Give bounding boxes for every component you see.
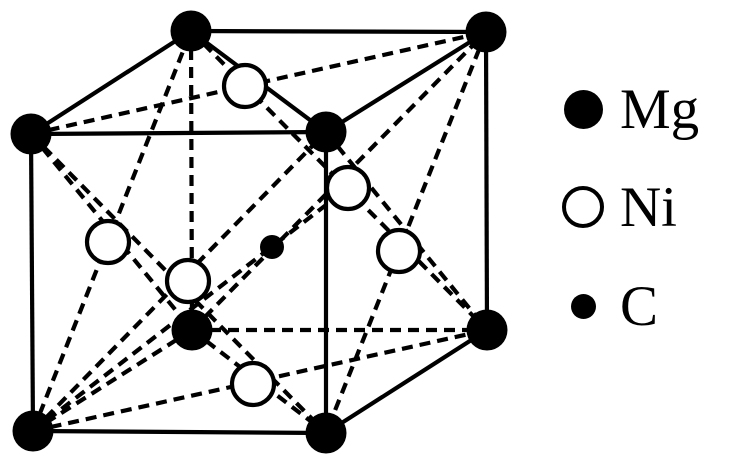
- edge-bottom-front: [32, 428, 327, 436]
- mg-atom-corner-bottom-front-right: [305, 412, 347, 454]
- mg-atom-corner-bottom-front-left: [12, 410, 54, 452]
- edge-back-right: [483, 31, 490, 331]
- c-atom-body-center: [260, 235, 284, 259]
- mg-icon-box: [552, 89, 614, 129]
- body-diagonal-through-c: [31, 186, 350, 433]
- legend-row-ni: Ni: [552, 178, 729, 236]
- bottom-face-diagonal-1: [32, 327, 488, 434]
- edge-back-left-hidden: [188, 30, 195, 331]
- ni-atom-face-center-right: [375, 227, 423, 275]
- ni-open-circle-icon: [562, 186, 604, 228]
- edge-top-left: [29, 29, 193, 136]
- edge-top-front: [30, 129, 327, 137]
- mg-atom-corner-bottom-back-left: [171, 309, 213, 351]
- edge-front-left: [28, 133, 36, 432]
- ni-atom-face-center-top: [221, 62, 269, 110]
- legend-row-mg: Mg: [552, 80, 729, 138]
- mg-atom-corner-top-back-left: [170, 10, 212, 52]
- ni-atom-face-center-left: [84, 218, 132, 266]
- mg-atom-corner-top-front-left: [10, 113, 52, 155]
- legend-row-c: C: [552, 277, 729, 335]
- back-face-diagonal-1: [190, 30, 488, 332]
- legend: Mg Ni C: [552, 0, 729, 463]
- bottom-face-diagonal-2: [190, 328, 328, 435]
- mg-filled-circle-icon: [563, 89, 603, 129]
- c-icon-box: [552, 293, 614, 319]
- front-face-diagonal-1: [31, 130, 328, 433]
- legend-label-c: C: [620, 274, 659, 338]
- edge-top-right: [324, 30, 488, 134]
- mg-atom-corner-top-front-right: [305, 111, 347, 153]
- c-small-dot-icon: [570, 293, 596, 319]
- front-face-diagonal-2: [29, 132, 328, 435]
- legend-label-mg: Mg: [620, 77, 700, 141]
- ni-atom-face-center-front: [164, 257, 212, 305]
- ni-atom-face-center-back: [324, 164, 372, 212]
- edge-top-back: [190, 28, 487, 35]
- ni-atom-face-center-bottom: [229, 360, 277, 408]
- edge-bottom-right: [324, 328, 489, 435]
- top-face-diagonal-dashed: [30, 29, 487, 137]
- back-face-diagonal-2: [189, 29, 489, 332]
- ni-icon-box: [552, 186, 614, 228]
- mg-atom-corner-bottom-back-right: [466, 309, 508, 351]
- edge-bottom-left-hidden: [31, 328, 194, 433]
- mg-atom-corner-top-back-right: [465, 11, 507, 53]
- legend-label-ni: Ni: [620, 175, 677, 239]
